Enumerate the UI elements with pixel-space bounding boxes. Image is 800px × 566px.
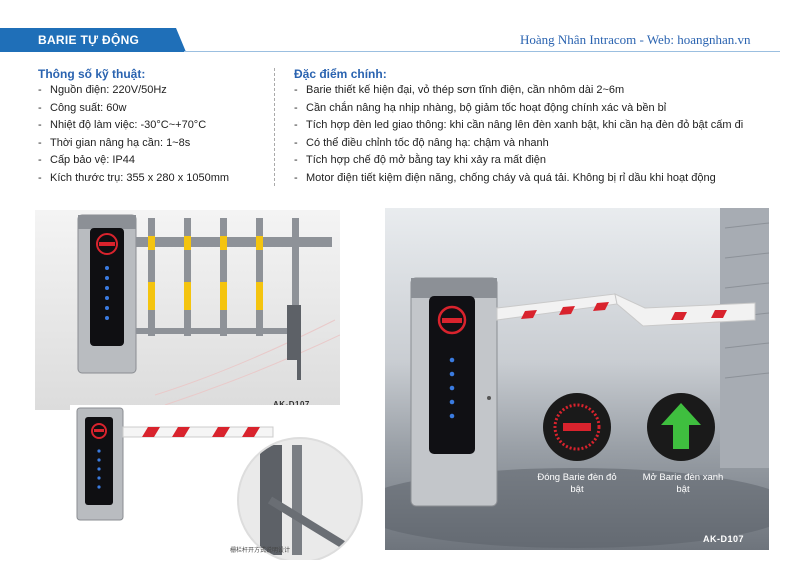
list-item: -Tích hợp chế độ mở bằng tay khi xảy ra … — [294, 154, 547, 167]
company-website: Hoàng Nhân Intracom - Web: hoangnhan.vn — [520, 32, 751, 47]
model-label: AK-D107 — [273, 400, 310, 409]
scene-illustration — [355, 208, 795, 548]
open-caption: Mở Barie đèn xanh bật — [642, 472, 724, 495]
list-item: -Công suất: 60w — [38, 101, 127, 114]
red-light-closeup — [543, 393, 611, 461]
header-divider — [184, 51, 780, 52]
straight-barrier-illustration — [76, 407, 363, 563]
straight-barrier-image: 栅栏杆开方式说明设计 — [70, 405, 370, 563]
list-item: -Barie thiết kế hiện đại, vỏ thép sơn tĩ… — [294, 84, 625, 96]
fence-barrier-illustration — [77, 214, 341, 406]
specs-list: -Nguồn điện: 220V/50Hz -Công suất: 60w -… — [38, 82, 229, 188]
model-label: AK-D107 — [703, 534, 745, 544]
list-item: -Cấp bảo vệ: IP44 — [38, 154, 136, 167]
specs-title: Thông số kỹ thuật: — [38, 67, 146, 81]
green-light-closeup — [647, 393, 715, 461]
list-item: -Thời gian nâng hạ cần: 1~8s — [38, 136, 191, 149]
title-banner — [0, 28, 186, 52]
list-item: -Motor điện tiết kiệm điện năng, chống c… — [294, 171, 716, 184]
features-list: -Barie thiết kế hiện đại, vỏ thép sơn tĩ… — [294, 82, 743, 188]
up-arrow-icon — [661, 403, 701, 449]
column-divider — [274, 68, 275, 186]
features-title: Đặc điểm chính: — [294, 67, 387, 81]
list-item: -Tích hợp đèn led giao thông: khi cần nâ… — [294, 119, 744, 132]
list-item: -Cần chắn nâng hạ nhịp nhàng, bộ giảm tố… — [294, 101, 667, 114]
page-title: BARIE TỰ ĐỘNG — [38, 33, 140, 47]
detail-caption: 栅栏杆开方式说明设计 — [230, 548, 291, 554]
list-item: -Kích thước trụ: 355 x 280 x 1050mm — [38, 171, 230, 184]
fence-barrier-image: AK-D107 — [35, 210, 341, 410]
list-item: -Nguồn điện: 220V/50Hz — [38, 84, 167, 96]
list-item: -Có thể điều chỉnh tốc độ nâng hạ: chậm … — [294, 136, 549, 149]
close-caption: Đóng Barie đèn đỏ bật — [537, 472, 617, 495]
barrier-scene-image: Đóng Barie đèn đỏ bật Mở Barie đèn xanh … — [355, 208, 795, 550]
list-item: -Nhiệt độ làm việc: -30°C~+70°C — [38, 119, 207, 132]
stop-light-icon — [553, 403, 601, 451]
